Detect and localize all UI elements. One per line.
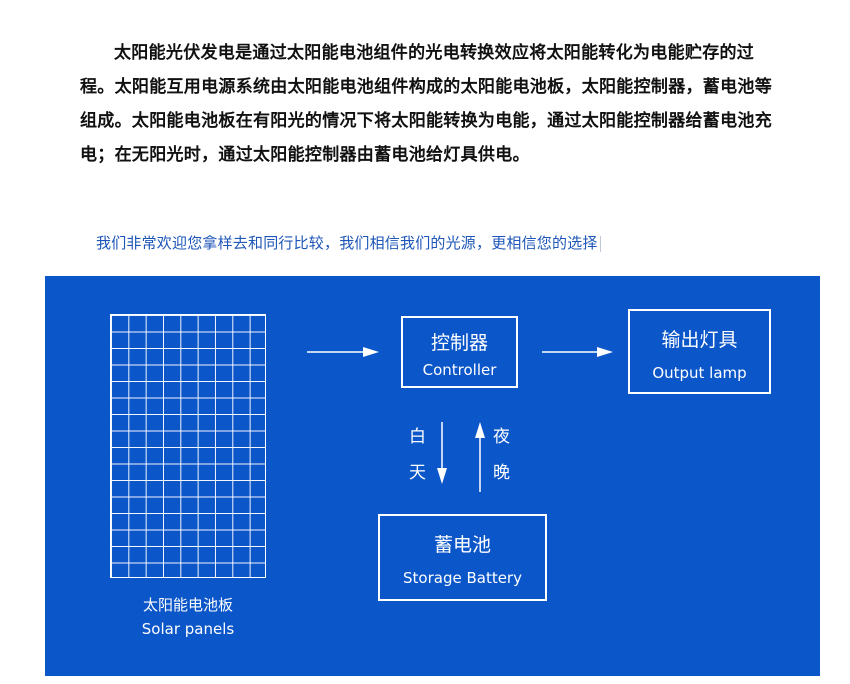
arrow-controller-to-output	[542, 347, 613, 357]
arrow-solar-to-controller	[307, 347, 379, 357]
flow-arrows	[307, 347, 613, 492]
controller-label-cn: 控制器	[430, 332, 488, 354]
diagram-panel: 太阳能电池板 Solar panels 控制器 Controller 输出灯具 …	[45, 276, 820, 676]
output-lamp-box: 输出灯具 Output lamp	[628, 309, 771, 394]
controller-box: 控制器 Controller	[401, 316, 518, 388]
arrow-day-down	[437, 422, 447, 484]
intro-paragraph: 太阳能光伏发电是通过太阳能电池组件的光电转换效应将太阳能转化为电能贮存的过程。太…	[80, 43, 772, 165]
output-lamp-label-en: Output lamp	[652, 364, 747, 382]
solar-panel-label-en: Solar panels	[141, 620, 235, 638]
controller-label-en: Controller	[422, 361, 497, 379]
day-label-char-2: 天	[409, 463, 426, 483]
arrow-night-up	[475, 422, 485, 492]
day-label-char-1: 白	[409, 427, 426, 447]
text-cursor	[599, 235, 601, 252]
night-label-char-1: 夜	[493, 427, 510, 447]
tagline-text: 我们非常欢迎您拿样去和同行比较，我们相信我们的光源，更相信您的选择	[96, 234, 598, 252]
tagline: 我们非常欢迎您拿样去和同行比较，我们相信我们的光源，更相信您的选择	[96, 232, 601, 253]
battery-label-cn: 蓄电池	[433, 534, 491, 556]
solar-panel-label-cn: 太阳能电池板	[142, 596, 233, 614]
night-label-char-2: 晚	[493, 463, 510, 483]
solar-panel-grid	[110, 314, 266, 578]
output-lamp-label-cn: 输出灯具	[661, 329, 738, 351]
battery-box: 蓄电池 Storage Battery	[378, 514, 547, 601]
battery-label-en: Storage Battery	[403, 569, 522, 587]
